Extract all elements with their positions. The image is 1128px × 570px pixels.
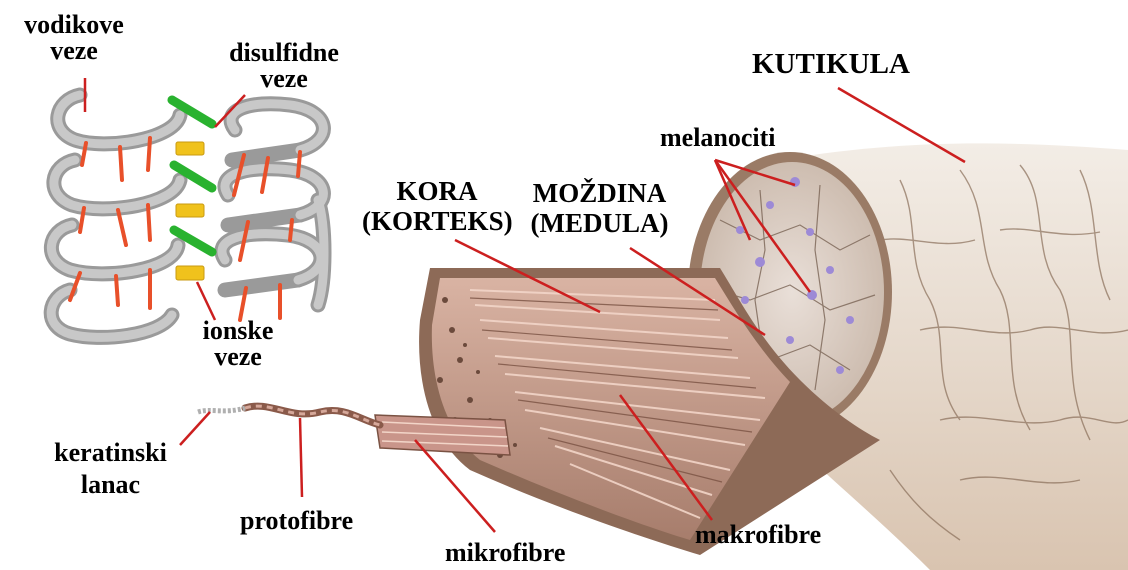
leader-protofibre [300,418,302,497]
label-mozdina-line2: (MEDULA) [512,210,687,237]
label-protofibre: protofibre [240,508,353,534]
label-disulfidne-line1: disulfidne [210,40,358,66]
label-vodikove-line1: vodikove [10,12,138,38]
protofibre-strand [245,406,380,425]
label-makrofibre: makrofibre [695,522,821,548]
keratin-coil-illustration [51,95,324,337]
ionic-bonds [176,142,204,280]
label-melanociti: melanociti [660,125,776,151]
label-mikrofibre: mikrofibre [445,540,565,566]
label-keratinski-lanac: keratinski lanac [28,440,193,498]
label-ionske-line2: veze [178,344,298,370]
label-keratinski-line1: keratinski [28,440,193,466]
label-disulfidne-veze: disulfidne veze [210,40,358,92]
label-vodikove-veze: vodikove veze [10,12,138,64]
label-vodikove-line2: veze [10,38,138,64]
label-disulfidne-line2: veze [210,66,358,92]
label-kora-line2: (KORTEKS) [362,208,512,235]
keratin-chain-strand [198,408,245,412]
label-kora-korteks: KORA (KORTEKS) [362,178,512,235]
label-mozdina-medula: MOŽDINA (MEDULA) [512,180,687,237]
label-ionske-line1: ionske [178,318,298,344]
label-keratinski-line2: lanac [28,472,193,498]
label-mozdina-line1: MOŽDINA [512,180,687,207]
leader-ionske [197,282,215,320]
label-ionske-veze: ionske veze [178,318,298,370]
label-kutikula: KUTIKULA [752,50,910,79]
label-kora-line1: KORA [362,178,512,205]
